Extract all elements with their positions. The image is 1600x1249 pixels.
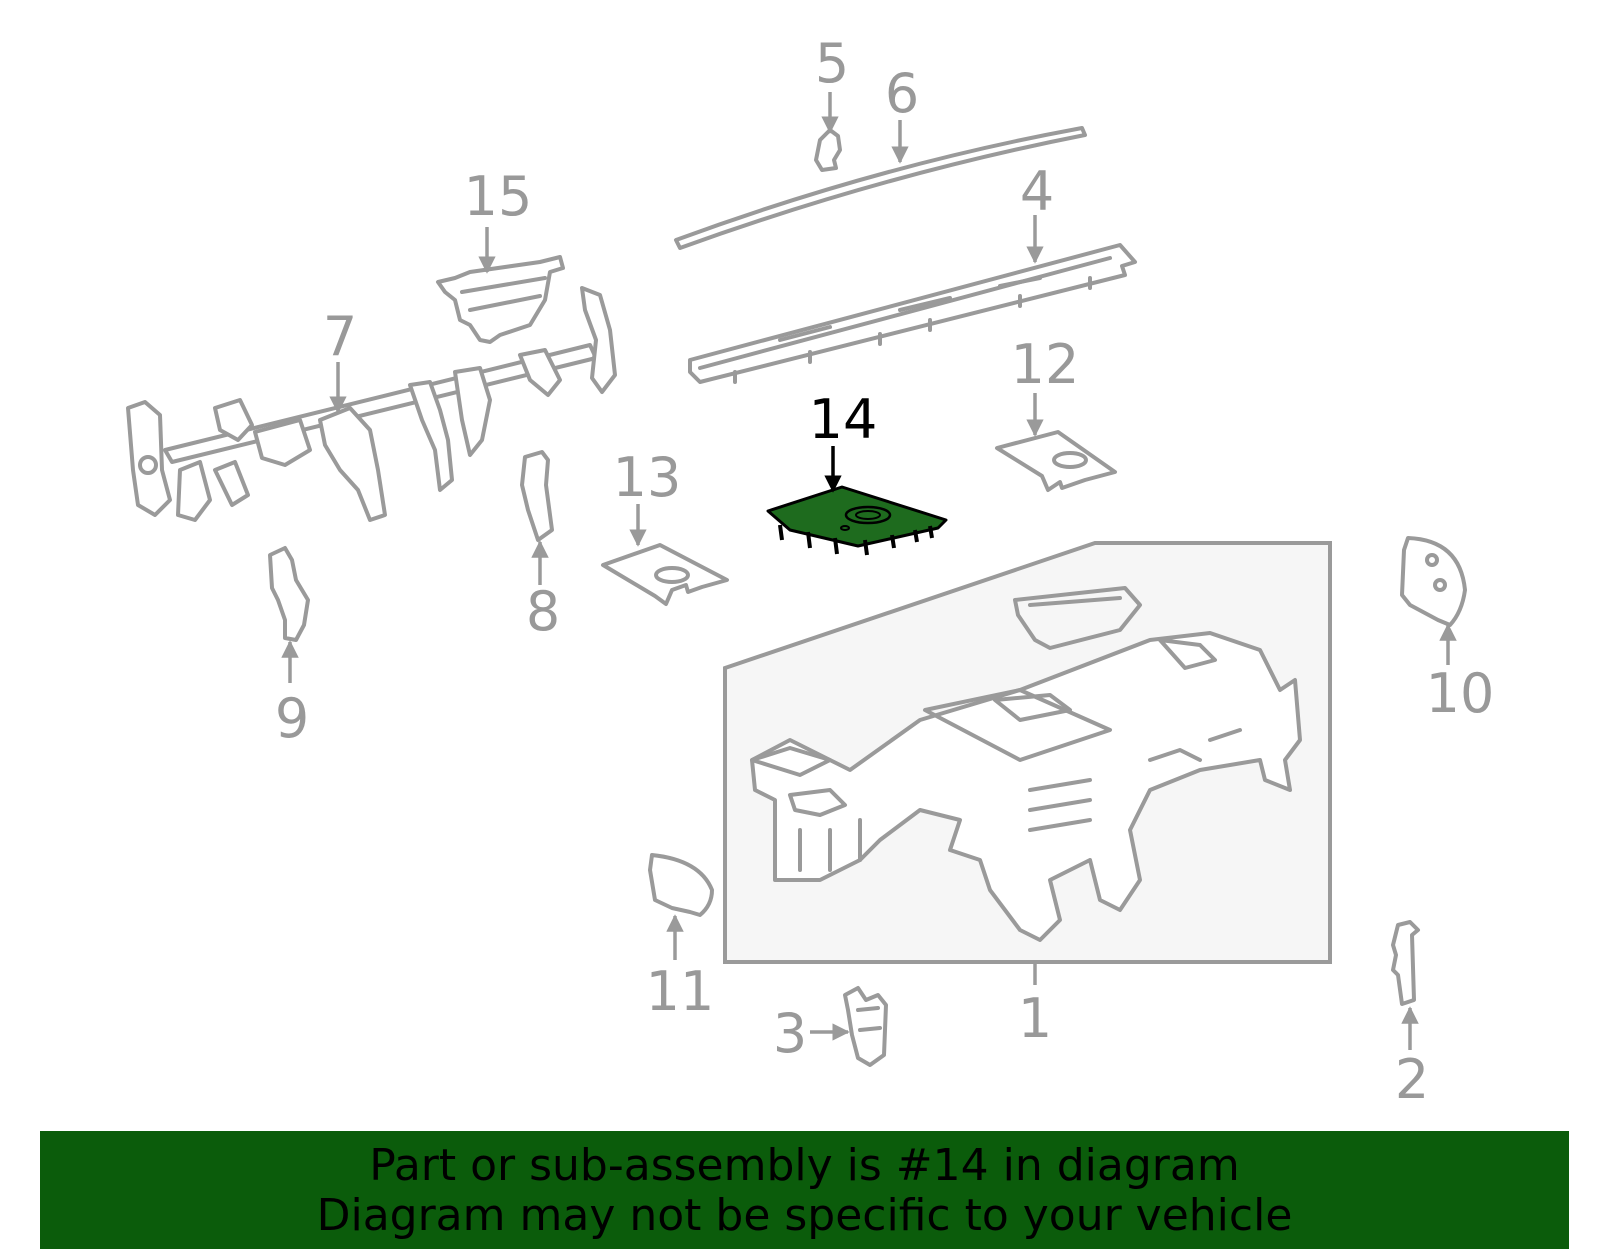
part-2-bracket — [1391, 920, 1420, 1006]
part-12-speaker-grille — [995, 430, 1117, 492]
part-8-brace — [520, 450, 554, 542]
part-5-clip — [814, 128, 842, 172]
part-4-reinforcement — [688, 243, 1137, 384]
callout-7: 7 — [323, 305, 357, 368]
callout-1: 1 — [1018, 987, 1052, 1050]
part-6-defroster-strip — [674, 126, 1087, 250]
banner-line-2: Diagram may not be specific to your vehi… — [316, 1190, 1293, 1241]
part-13-speaker-grille — [601, 543, 729, 606]
part-11-side-cover — [648, 853, 714, 917]
part-7-cross-car-beam — [126, 286, 617, 522]
part-10-side-cover — [1400, 536, 1467, 627]
part-3-bracket — [843, 986, 888, 1067]
part-9-brace — [268, 546, 310, 642]
banner-line-1: Part or sub-assembly is #14 in diagram — [369, 1140, 1240, 1191]
callout-10: 10 — [1426, 662, 1495, 725]
callout-9: 9 — [275, 687, 309, 750]
callout-3: 3 — [773, 1002, 807, 1065]
callout-5: 5 — [815, 32, 849, 95]
callout-8: 8 — [526, 580, 560, 643]
callout-13: 13 — [613, 446, 682, 509]
callout-14: 14 — [809, 388, 878, 451]
part-14-speaker-grille-highlighted — [766, 485, 948, 556]
part-15-airbag-module — [436, 255, 565, 344]
callout-2: 2 — [1395, 1048, 1429, 1111]
info-banner: Part or sub-assembly is #14 in diagram D… — [40, 1131, 1569, 1249]
callout-6: 6 — [885, 62, 919, 125]
callout-15: 15 — [464, 165, 533, 228]
callout-12: 12 — [1011, 333, 1080, 396]
callout-11: 11 — [646, 960, 715, 1023]
part-1-instrument-panel — [723, 541, 1332, 964]
callout-4: 4 — [1020, 160, 1054, 223]
